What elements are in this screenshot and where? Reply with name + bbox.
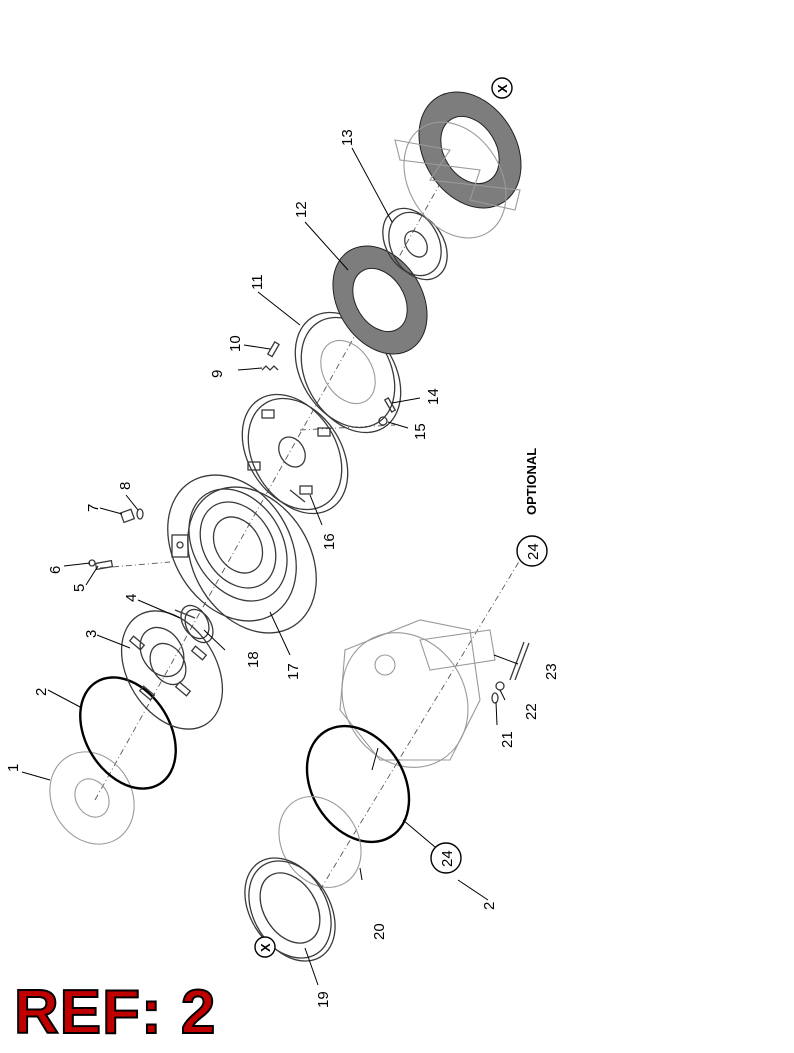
part-14-bolt <box>383 397 397 413</box>
leader-lines <box>21 147 519 986</box>
callouts: 1 2 3 4 5 6 7 8 9 10 11 12 13 14 15 16 1… <box>5 129 560 1008</box>
part-9-spring <box>261 365 279 371</box>
callout-21: 21 <box>499 731 516 748</box>
callout-18: 18 <box>245 651 262 668</box>
svg-text:X: X <box>495 84 510 93</box>
part-7-plug <box>119 508 136 524</box>
callout-7: 7 <box>85 504 102 512</box>
callout-19: 19 <box>315 991 332 1008</box>
callout-8: 8 <box>117 482 134 490</box>
callout-9: 9 <box>209 370 226 378</box>
part-13-hub <box>382 207 448 281</box>
svg-text:X: X <box>258 943 273 952</box>
callout-24-circled: 24 <box>430 842 462 874</box>
part-17-housing <box>167 474 317 634</box>
part-8-seal <box>136 508 144 520</box>
callout-24-b: 24 <box>525 543 542 560</box>
callout-5: 5 <box>71 584 88 592</box>
callout-14: 14 <box>425 388 442 405</box>
callout-24-legend: 24 <box>516 535 548 567</box>
omitted-disc-pack <box>394 91 522 239</box>
x-marker-top: X <box>491 77 513 99</box>
callout-17: 17 <box>285 663 302 680</box>
callout-1: 1 <box>5 764 22 772</box>
part-21-washer <box>491 692 499 704</box>
callout-2: 2 <box>33 688 50 696</box>
callout-15: 15 <box>412 423 429 440</box>
callout-2-second: 2 <box>481 902 498 910</box>
callout-16: 16 <box>321 533 338 550</box>
optional-label: OPTIONAL <box>524 448 539 515</box>
callout-20: 20 <box>371 923 388 940</box>
ref-label: REF: 2 <box>13 978 217 1047</box>
assembly-axis-lines <box>94 129 521 891</box>
part-24-o-ring <box>305 724 411 844</box>
part-16-piston <box>241 393 349 515</box>
callout-13: 13 <box>339 129 356 146</box>
part-5-fitting <box>94 559 114 571</box>
part-3-plate <box>120 610 224 730</box>
part-23-stud <box>509 641 530 681</box>
part-1-washer <box>49 751 135 845</box>
part-22-nut <box>495 681 505 691</box>
callout-24-a: 24 <box>439 850 456 867</box>
callout-11: 11 <box>249 274 266 290</box>
part-15-nut <box>378 416 388 426</box>
callout-12: 12 <box>293 201 310 218</box>
transmission-case <box>339 619 496 768</box>
callout-3: 3 <box>83 630 100 638</box>
part-10-pin <box>266 341 280 358</box>
callout-4: 4 <box>123 594 140 602</box>
part-18-seal-ring <box>180 604 214 644</box>
callout-22: 22 <box>523 703 540 720</box>
x-marker-bottom: X <box>254 936 276 958</box>
callout-6: 6 <box>47 566 64 574</box>
part-12-friction-disc <box>332 245 428 355</box>
callout-23: 23 <box>543 663 560 680</box>
callout-10: 10 <box>227 335 244 352</box>
part-2-o-ring <box>79 676 177 790</box>
part-19-retainer <box>244 857 336 962</box>
